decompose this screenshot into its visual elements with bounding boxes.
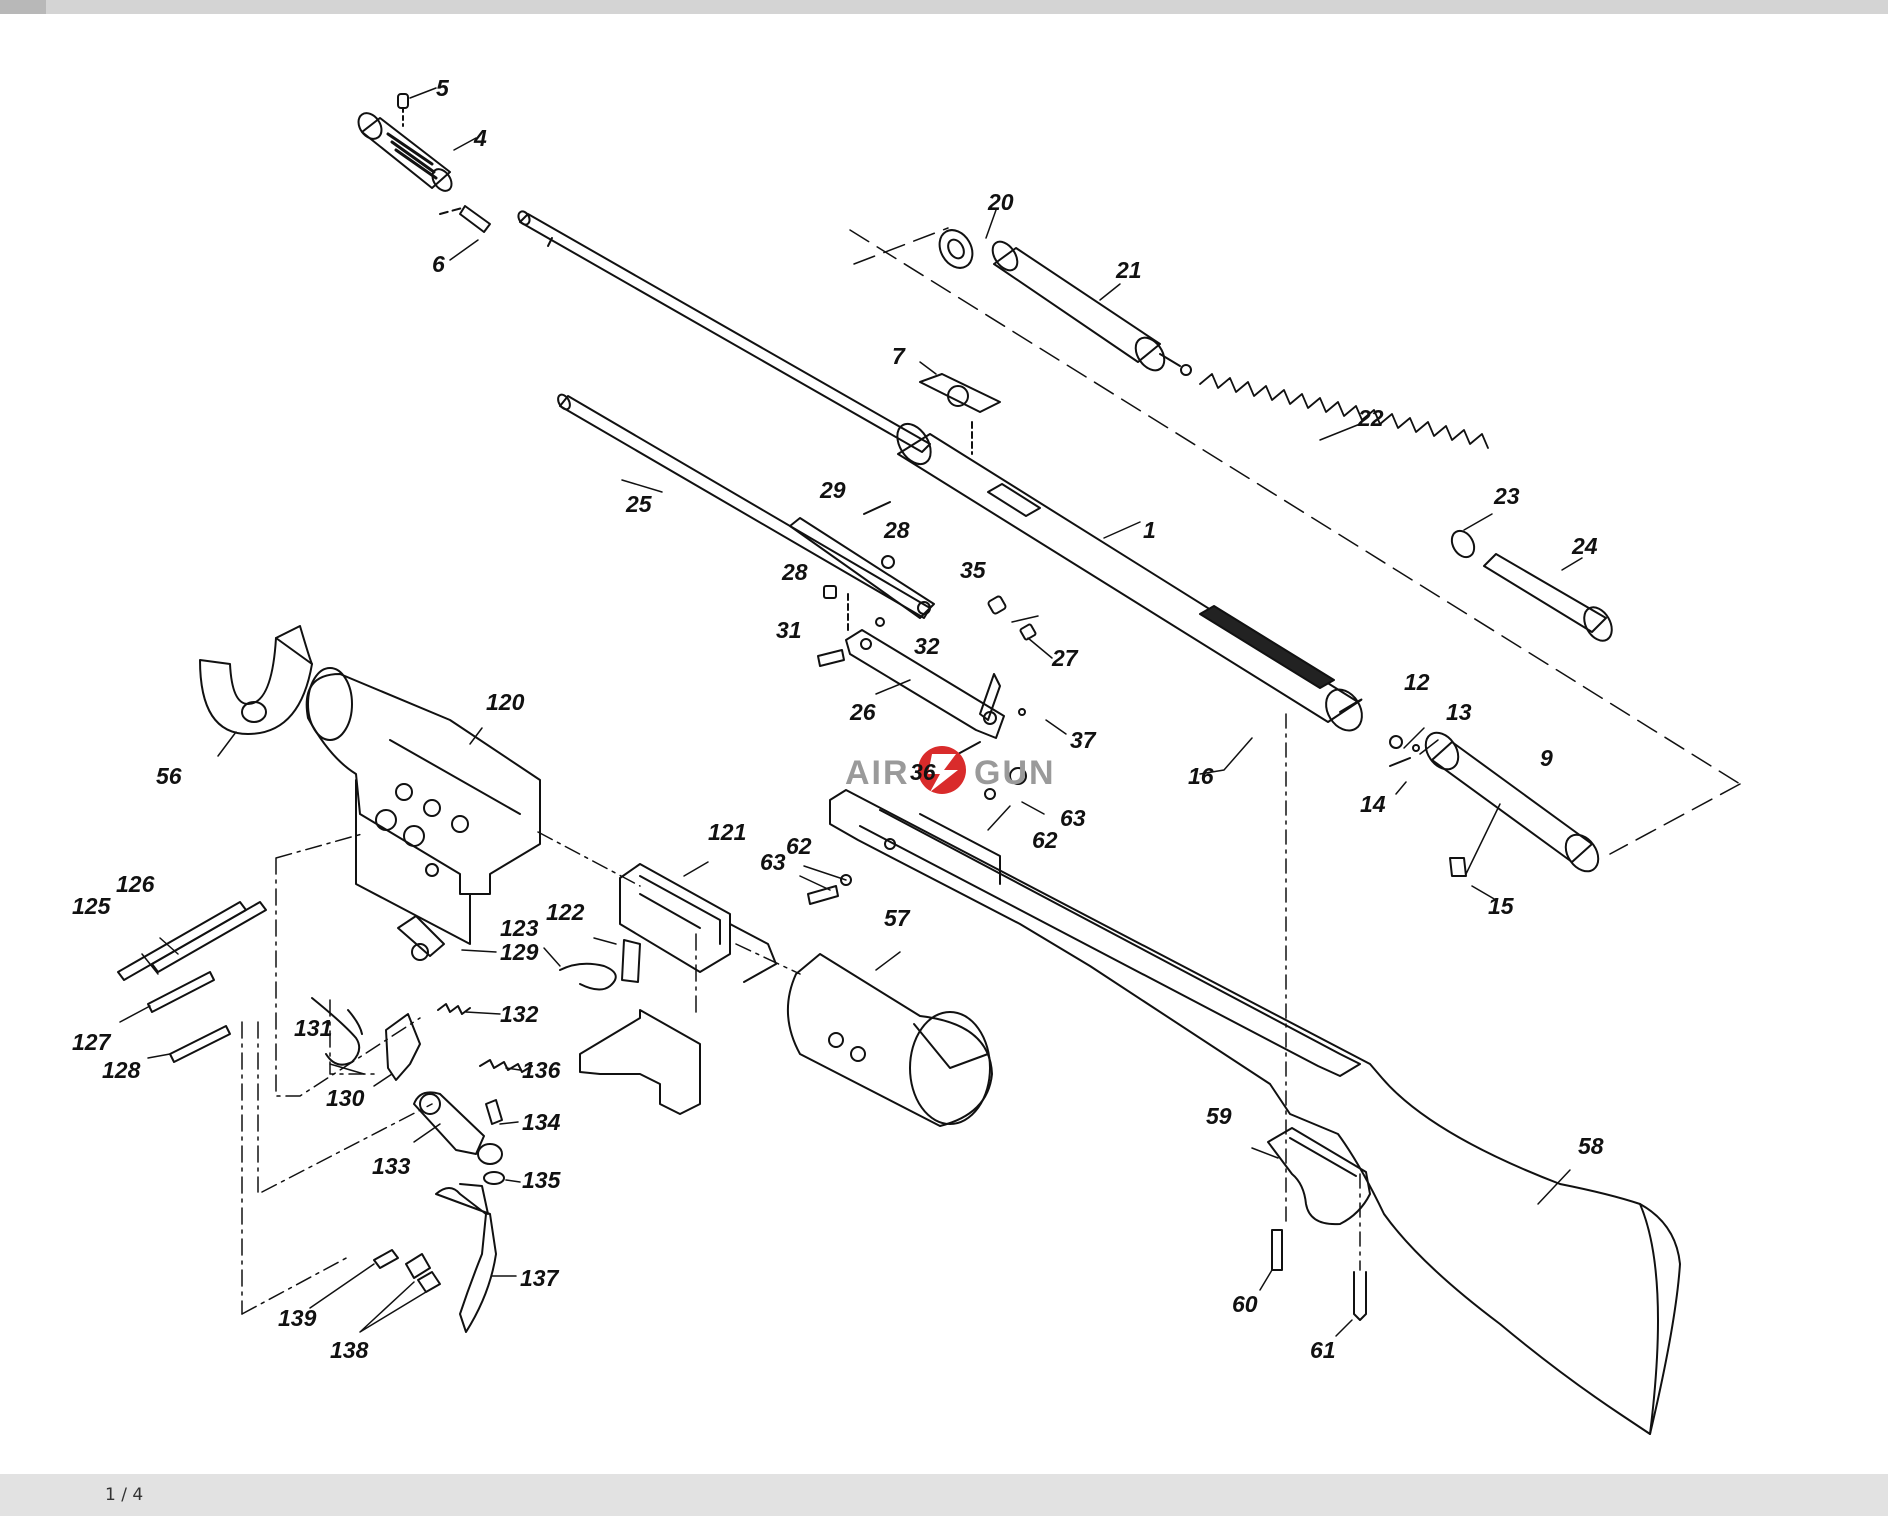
part-label-5: 5 — [436, 75, 450, 101]
page-indicator: 1 / 4 — [105, 1485, 144, 1505]
trigger-housing-part — [305, 667, 541, 945]
part-label-58: 58 — [1578, 1133, 1604, 1159]
safety-plate-part — [579, 1009, 701, 1115]
clamp-part — [199, 625, 313, 735]
part-label-23: 23 — [1493, 483, 1520, 509]
part-label-29: 29 — [819, 477, 846, 503]
part-label-63a: 63 — [760, 849, 786, 875]
trigger-internals — [311, 915, 533, 1333]
trigger-pins — [117, 901, 267, 1063]
watermark-left-text: AIR — [845, 754, 910, 792]
part-label-56: 56 — [156, 763, 182, 789]
part-label-4: 4 — [473, 125, 487, 151]
sear-block-part — [619, 863, 777, 983]
viewer-bottom-bar: 1 / 4 — [0, 1474, 1888, 1516]
receiver-cylinder-part — [896, 422, 1363, 732]
exploded-parts-diagram: AIR GUN 1 4 5 6 7 9 12 13 14 15 16 20 21… — [72, 75, 1741, 1435]
sear-spring-part — [559, 939, 641, 991]
seal-ring-part — [938, 229, 974, 269]
pin-part — [439, 205, 491, 233]
part-label-21: 21 — [1115, 257, 1142, 283]
part-label-14: 14 — [1360, 791, 1386, 817]
washer-part — [1450, 529, 1476, 559]
document-viewer: AIR GUN 1 4 5 6 7 9 12 13 14 15 16 20 21… — [0, 14, 1888, 1474]
front-block-part — [787, 953, 993, 1127]
guard-screws — [1271, 713, 1367, 1321]
part-label-12: 12 — [1404, 669, 1430, 695]
part-label-9: 9 — [1540, 745, 1553, 771]
end-cap-screws — [1389, 735, 1420, 767]
part-label-61: 61 — [1310, 1337, 1336, 1363]
part-label-28b: 28 — [781, 559, 808, 585]
part-label-7: 7 — [892, 343, 906, 369]
part-label-135: 135 — [522, 1167, 562, 1193]
part-label-57: 57 — [884, 905, 911, 931]
part-label-16: 16 — [1188, 763, 1214, 789]
part-label-138: 138 — [330, 1337, 369, 1363]
part-label-31: 31 — [776, 617, 802, 643]
part-label-123: 123 — [500, 915, 539, 941]
part-label-62b: 62 — [1032, 827, 1058, 853]
part-label-133: 133 — [372, 1153, 411, 1179]
watermark: AIR GUN — [845, 746, 1056, 794]
mainspring-part — [1199, 373, 1489, 449]
part-label-134: 134 — [522, 1109, 561, 1135]
stock-part — [829, 789, 1681, 1435]
part-label-126: 126 — [116, 871, 155, 897]
part-label-128: 128 — [102, 1057, 141, 1083]
part-label-20: 20 — [987, 189, 1014, 215]
watermark-right-text: GUN — [974, 754, 1056, 792]
part-label-59: 59 — [1206, 1103, 1232, 1129]
part-label-131: 131 — [294, 1015, 332, 1041]
part-label-62a: 62 — [786, 833, 812, 859]
part-label-122: 122 — [546, 899, 585, 925]
spring-guide-part — [1483, 553, 1613, 642]
part-label-137: 137 — [520, 1265, 560, 1291]
part-labels: 1 4 5 6 7 9 12 13 14 15 16 20 21 22 23 2… — [72, 75, 1604, 1363]
viewer-top-bar — [0, 0, 1888, 14]
end-cap-part — [1424, 731, 1600, 877]
part-label-27: 27 — [1051, 645, 1079, 671]
part-label-125: 125 — [72, 893, 112, 919]
part-label-25: 25 — [625, 491, 653, 517]
viewer-tab-stub[interactable] — [0, 0, 46, 14]
rear-sight-part — [919, 373, 1001, 455]
part-label-121: 121 — [708, 819, 746, 845]
screw-part — [397, 93, 409, 127]
part-label-24: 24 — [1571, 533, 1598, 559]
part-label-136: 136 — [522, 1057, 561, 1083]
part-label-26: 26 — [849, 699, 876, 725]
trigger-guard-part — [1267, 1127, 1371, 1226]
cocking-lever-part — [557, 393, 935, 619]
linkage-part — [845, 629, 1005, 739]
piston-part — [991, 240, 1192, 376]
part-label-139: 139 — [278, 1305, 317, 1331]
part-label-28a: 28 — [883, 517, 910, 543]
part-label-35: 35 — [960, 557, 987, 583]
small-fasteners — [817, 501, 1037, 755]
alignment-lines — [241, 831, 801, 1315]
part-label-36: 36 — [910, 759, 936, 785]
part-label-37: 37 — [1070, 727, 1097, 753]
part-label-132: 132 — [500, 1001, 539, 1027]
part-label-15: 15 — [1488, 893, 1515, 919]
part-label-6: 6 — [432, 251, 445, 277]
part-label-127: 127 — [72, 1029, 112, 1055]
part-label-130: 130 — [326, 1085, 365, 1111]
leader-lines — [119, 87, 1583, 1337]
muzzle-part — [357, 112, 453, 192]
part-label-63b: 63 — [1060, 805, 1086, 831]
part-label-60: 60 — [1232, 1291, 1258, 1317]
part-label-120: 120 — [486, 689, 525, 715]
part-label-32: 32 — [914, 633, 940, 659]
part-label-129: 129 — [500, 939, 539, 965]
part-label-13: 13 — [1446, 699, 1472, 725]
part-label-1: 1 — [1143, 517, 1156, 543]
part-label-22: 22 — [1357, 405, 1384, 431]
